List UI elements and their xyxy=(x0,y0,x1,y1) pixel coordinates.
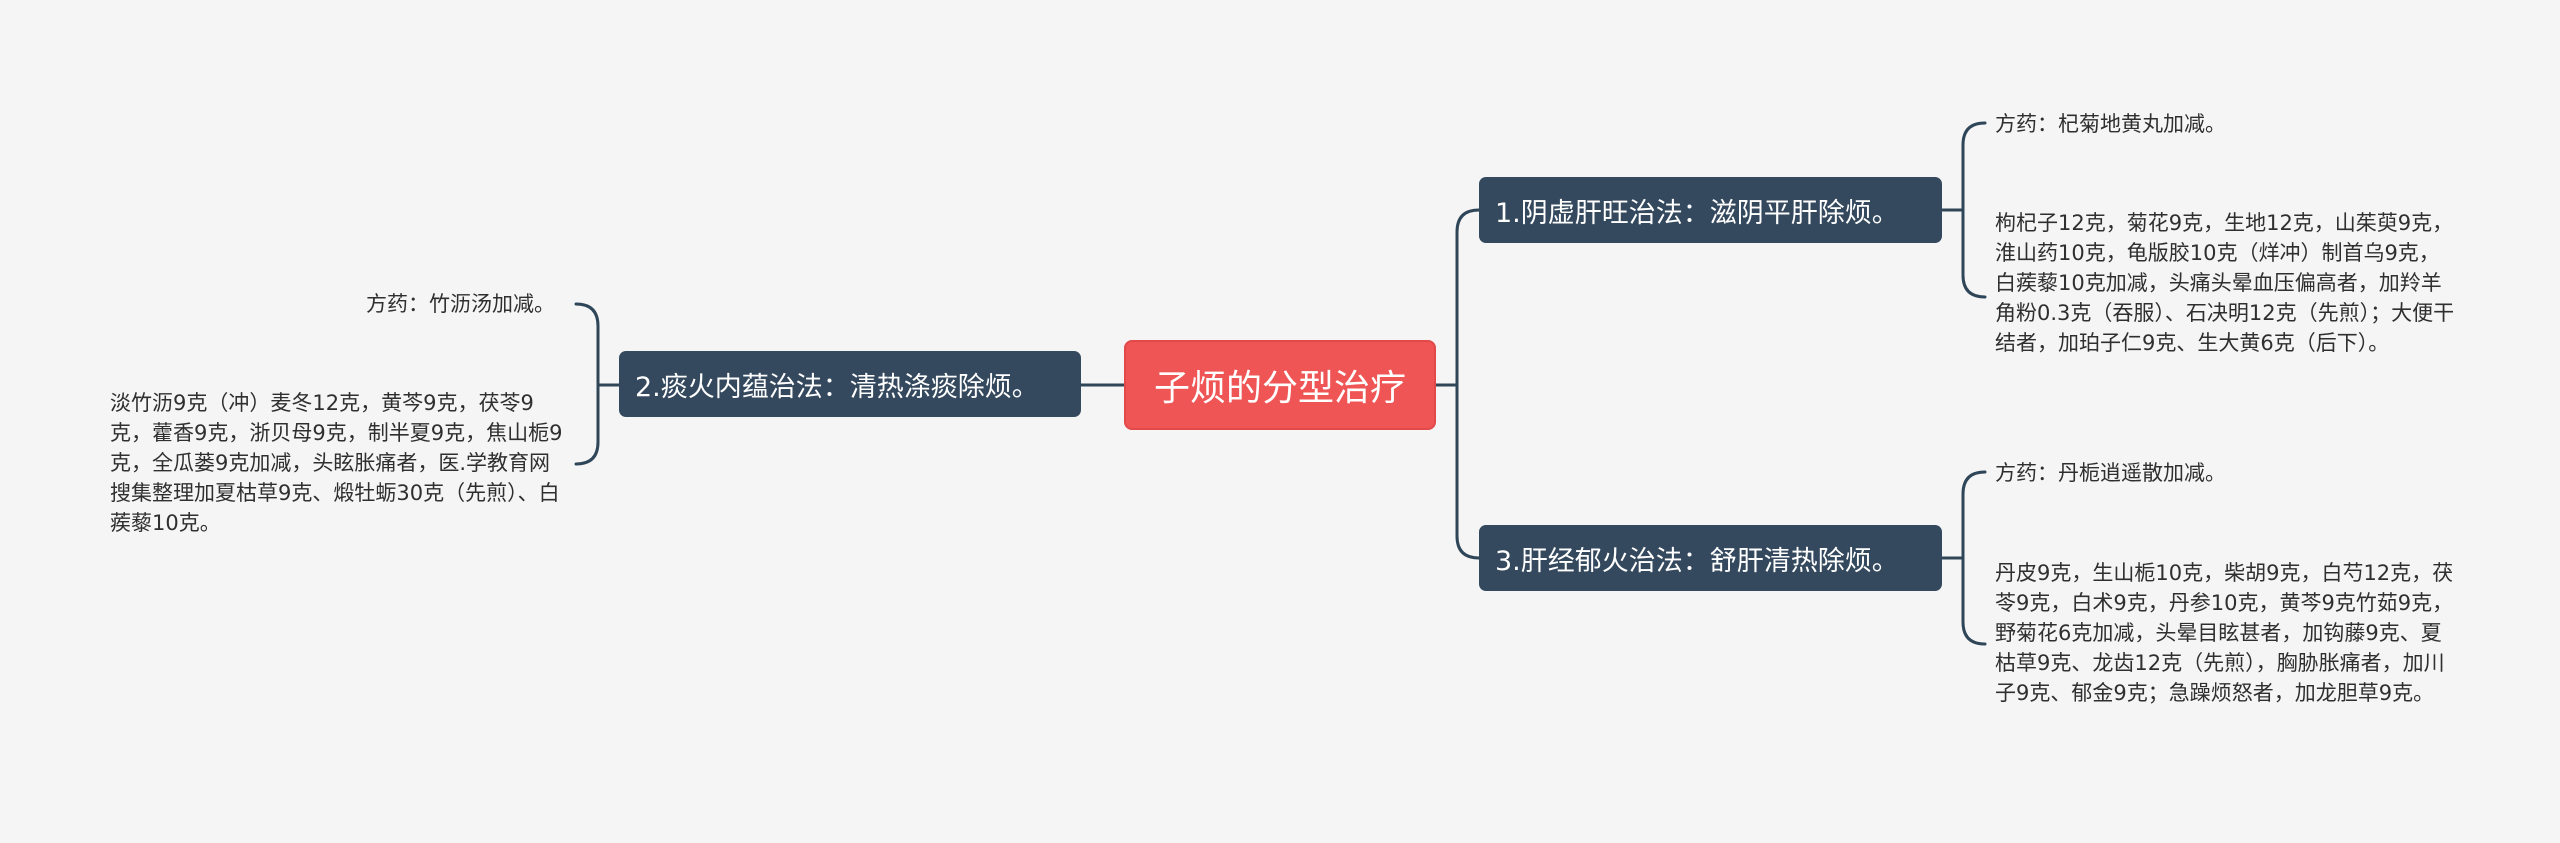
branch-node-1[interactable]: 1.阴虚肝旺治法：滋阴平肝除烦。 xyxy=(1479,177,1942,243)
leaf-detail-1[interactable]: 枸杞子12克，菊花9克，生地12克，山茱萸9克，淮山药10克，龟版胶10克（烊冲… xyxy=(1995,211,2455,355)
root-label: 子烦的分型治疗 xyxy=(1153,368,1406,409)
connector-root-to-branch-3 xyxy=(1434,383,1481,560)
connector-branch-3-to-prescription xyxy=(1940,470,1987,560)
branch-label-2: 2.痰火内蕴治法：清热涤痰除烦。 xyxy=(635,371,1039,403)
connector-branch-1-to-detail xyxy=(1940,208,1987,299)
branch-label-3: 3.肝经郁火治法：舒肝清热除烦。 xyxy=(1495,545,1899,577)
root-node[interactable]: 子烦的分型治疗 xyxy=(1124,340,1436,430)
branch-node-3[interactable]: 3.肝经郁火治法：舒肝清热除烦。 xyxy=(1479,525,1942,591)
connector-branch-2-to-prescription xyxy=(574,302,621,387)
leaf-detail-2[interactable]: 淡竹沥9克（冲）麦冬12克，黄芩9克，茯苓9克，藿香9克，浙贝母9克，制半夏9克… xyxy=(110,391,563,535)
connector-branch-2-to-detail xyxy=(574,383,621,466)
connector-branch-3-to-detail xyxy=(1940,556,1987,646)
connector-branch-1-to-prescription xyxy=(1940,121,1987,212)
leaf-prescription-1[interactable]: 方药：杞菊地黄丸加减。 xyxy=(1995,112,2226,136)
leaf-prescription-3[interactable]: 方药：丹栀逍遥散加减。 xyxy=(1995,461,2226,485)
connector-root-to-branch-1 xyxy=(1434,208,1481,387)
branch-node-2[interactable]: 2.痰火内蕴治法：清热涤痰除烦。 xyxy=(619,351,1081,417)
branch-label-1: 1.阴虚肝旺治法：滋阴平肝除烦。 xyxy=(1495,197,1899,229)
leaf-detail-3[interactable]: 丹皮9克，生山栀10克，柴胡9克，白芍12克，茯苓9克，白术9克，丹参10克，黄… xyxy=(1995,561,2454,705)
leaf-prescription-2[interactable]: 方药：竹沥汤加减。 xyxy=(366,292,555,316)
